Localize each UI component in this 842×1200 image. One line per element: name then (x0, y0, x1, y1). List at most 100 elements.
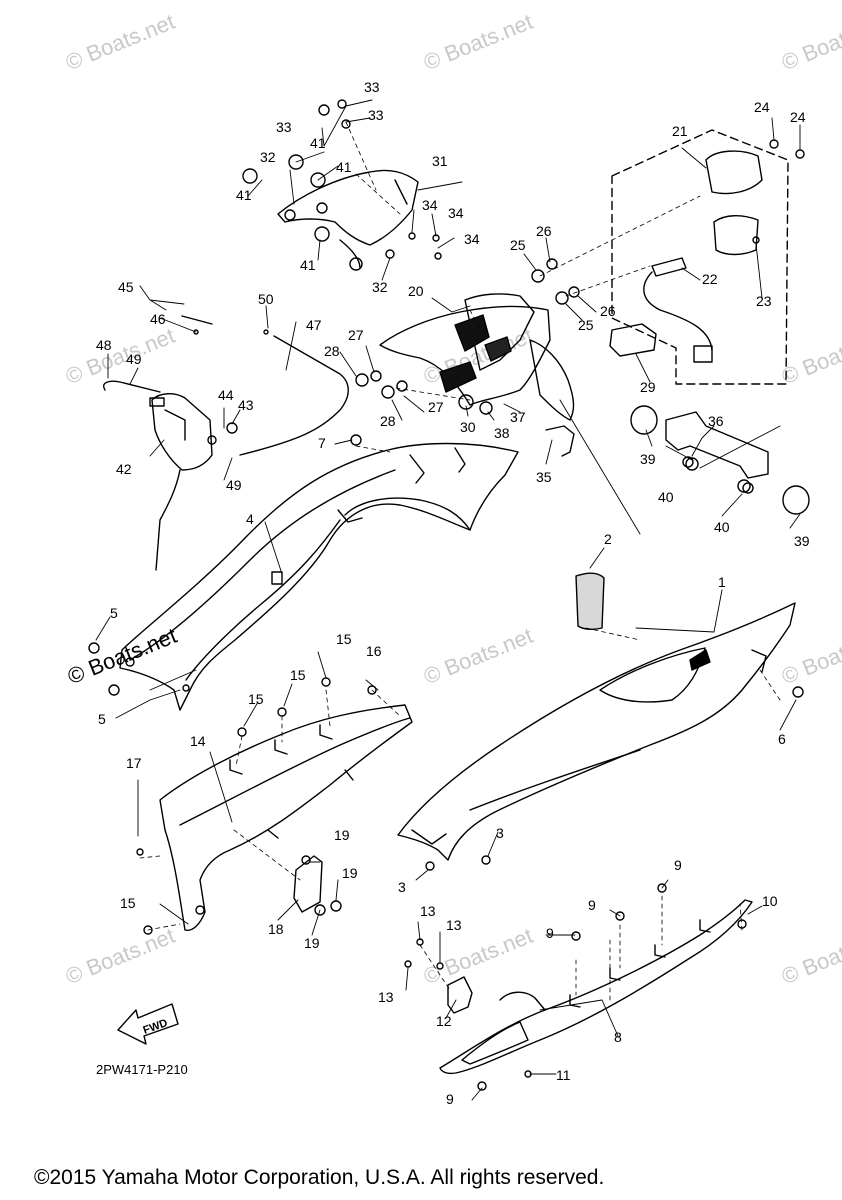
callout-5: 5 (98, 711, 106, 727)
callout-41: 41 (236, 187, 252, 203)
callout-24: 24 (754, 99, 770, 115)
callout-49: 49 (226, 477, 242, 493)
callout-19: 19 (304, 935, 320, 951)
callout-32: 32 (260, 149, 276, 165)
callout-39: 39 (640, 451, 656, 467)
callout-33: 33 (364, 79, 380, 95)
callout-16: 16 (366, 643, 382, 659)
callout-7: 7 (318, 435, 326, 451)
forward-arrow-icon (117, 1003, 179, 1045)
callout-25: 25 (578, 317, 594, 333)
turn-signal-bracket (630, 405, 810, 515)
diagram-code: 2PW4171-P210 (96, 1062, 188, 1077)
callout-46: 46 (150, 311, 166, 327)
callout-24: 24 (790, 109, 806, 125)
inner-panel-left (159, 704, 413, 932)
grab-bar-bracket (277, 169, 419, 271)
callout-38: 38 (494, 425, 510, 441)
callout-47: 47 (306, 317, 322, 333)
callout-9: 9 (588, 897, 596, 913)
rear-fender-assembly (379, 293, 575, 421)
callout-35: 35 (536, 469, 552, 485)
callout-17: 17 (126, 755, 142, 771)
callout-23: 23 (756, 293, 772, 309)
callout-29: 29 (640, 379, 656, 395)
callout-19: 19 (342, 865, 358, 881)
callout-11: 11 (556, 1067, 571, 1083)
callout-10: 10 (762, 893, 778, 909)
side-cover-left (119, 442, 519, 711)
callout-25: 25 (510, 237, 526, 253)
callout-3: 3 (398, 879, 406, 895)
callout-21: 21 (672, 123, 688, 139)
callout-13: 13 (446, 917, 462, 933)
callout-12: 12 (436, 1013, 452, 1029)
callout-36: 36 (708, 413, 724, 429)
callout-40: 40 (714, 519, 730, 535)
callout-15: 15 (120, 895, 136, 911)
callout-28: 28 (324, 343, 340, 359)
callout-49: 49 (126, 351, 142, 367)
callout-41: 41 (310, 135, 326, 151)
callout-30: 30 (460, 419, 476, 435)
helmet-holder-bracket (103, 380, 213, 471)
callout-27: 27 (428, 399, 444, 415)
callout-37: 37 (510, 409, 526, 425)
callout-26: 26 (600, 303, 616, 319)
callout-9: 9 (674, 857, 682, 873)
callout-1: 1 (718, 574, 726, 590)
callout-26: 26 (536, 223, 552, 239)
callout-48: 48 (96, 337, 112, 353)
callout-34: 34 (422, 197, 438, 213)
assembly-guides (139, 121, 781, 1001)
callout-15: 15 (290, 667, 306, 683)
callout-19: 19 (334, 827, 350, 843)
leader-lines (95, 99, 801, 1101)
callout-5: 5 (110, 605, 118, 621)
callout-42: 42 (116, 461, 132, 477)
callout-13: 13 (378, 989, 394, 1005)
callout-45: 45 (118, 279, 134, 295)
callout-15: 15 (336, 631, 352, 647)
seat-lock-cable (239, 335, 349, 456)
reflector (609, 323, 657, 357)
callout-3: 3 (496, 825, 504, 841)
callout-6: 6 (778, 731, 786, 747)
bracket-35 (545, 425, 575, 457)
callout-13: 13 (420, 903, 436, 919)
lamp-wire (643, 271, 713, 351)
callout-15: 15 (248, 691, 264, 707)
callout-32: 32 (372, 279, 388, 295)
license-lamp-group-outline (611, 129, 789, 385)
callout-9: 9 (546, 925, 554, 941)
callout-31: 31 (432, 153, 448, 169)
callout-14: 14 (190, 733, 206, 749)
callout-8: 8 (614, 1029, 622, 1045)
callout-28: 28 (380, 413, 396, 429)
callout-43: 43 (238, 397, 254, 413)
lamp-socket (713, 215, 759, 256)
license-lamp (705, 150, 763, 195)
bracket-18 (293, 855, 323, 913)
callout-22: 22 (702, 271, 718, 287)
bracket-12 (447, 976, 473, 1014)
callout-33: 33 (276, 119, 292, 135)
lamp-connector (693, 345, 713, 363)
callout-34: 34 (464, 231, 480, 247)
callout-34: 34 (448, 205, 464, 221)
callout-41: 41 (300, 257, 316, 273)
callout-2: 2 (604, 531, 612, 547)
callout-44: 44 (218, 387, 234, 403)
damper-pad (575, 572, 605, 631)
callout-27: 27 (348, 327, 364, 343)
fasteners (88, 99, 805, 1091)
copyright-notice: ©2015 Yamaha Motor Corporation, U.S.A. A… (34, 1166, 605, 1189)
callout-20: 20 (408, 283, 424, 299)
callout-9: 9 (446, 1091, 454, 1107)
callout-4: 4 (246, 511, 254, 527)
callout-18: 18 (268, 921, 284, 937)
lower-cover (439, 899, 753, 1075)
callout-39: 39 (794, 533, 810, 549)
